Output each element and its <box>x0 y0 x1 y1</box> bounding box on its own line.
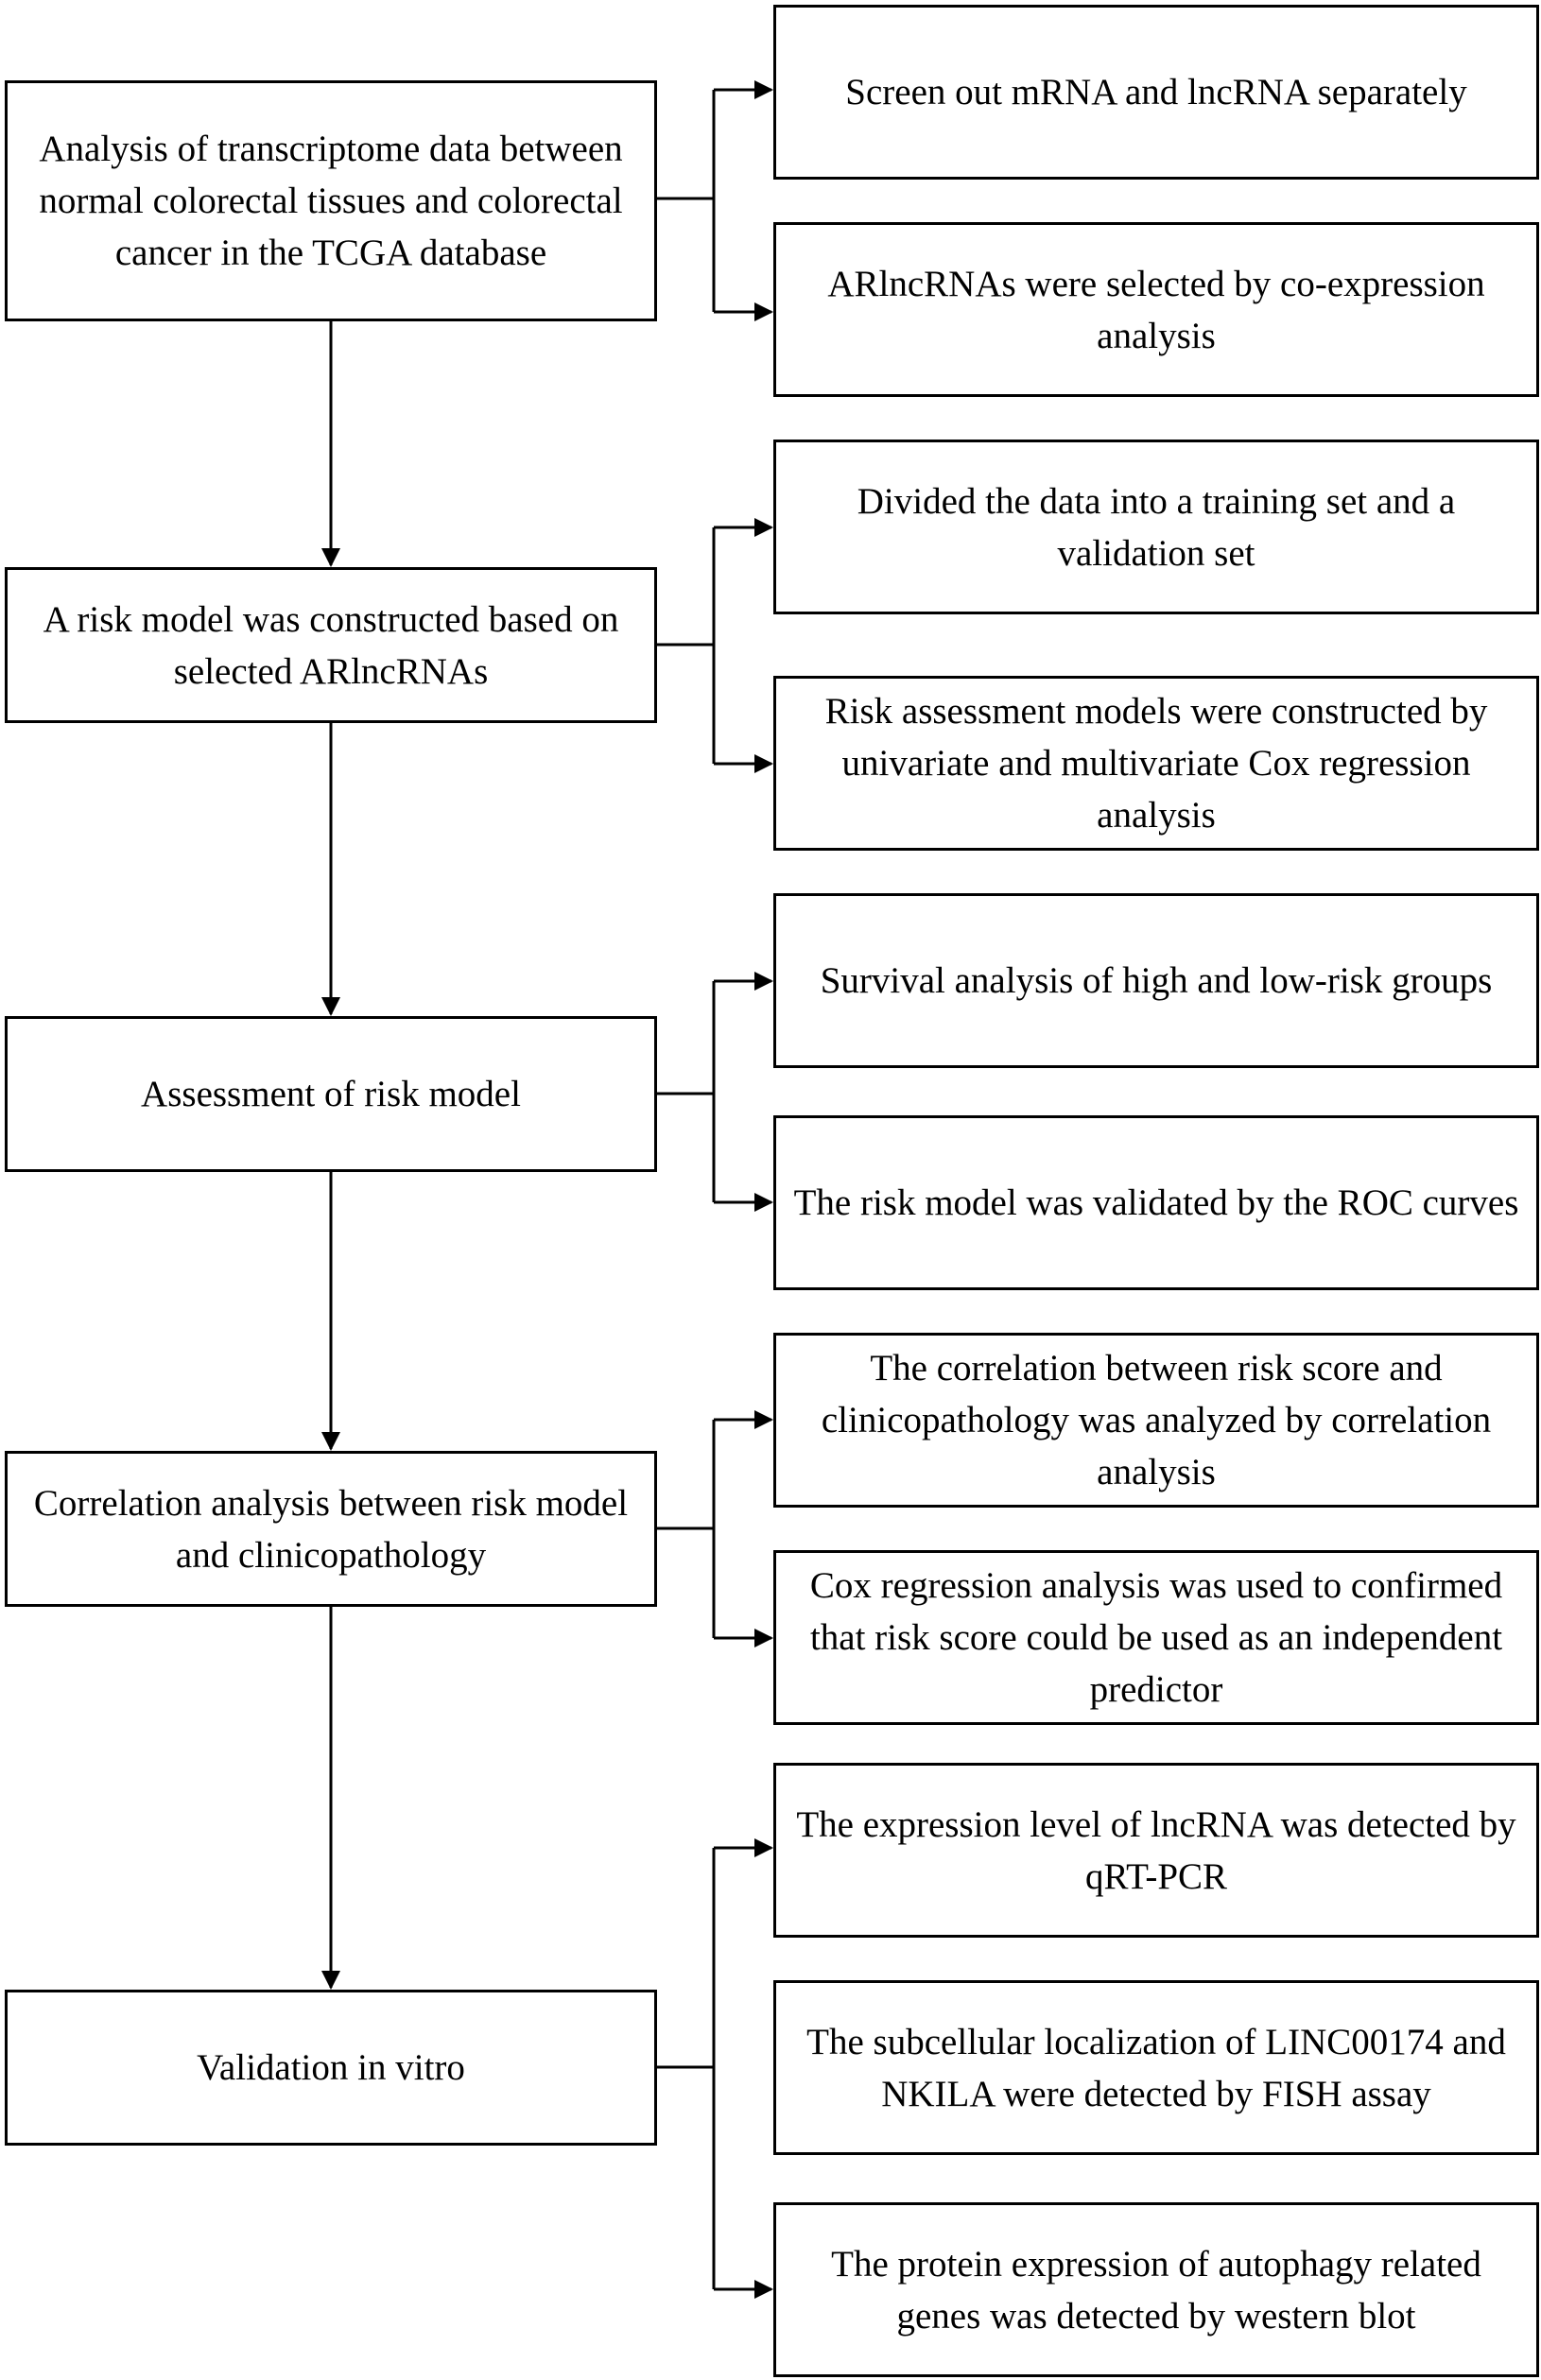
detail-box-5-1: The expression level of lncRNA was detec… <box>773 1763 1539 1938</box>
detail-label-3-1: Survival analysis of high and low-risk g… <box>820 960 1493 1001</box>
main-step-box-1: Analysis of transcriptome data between n… <box>5 80 657 321</box>
main-step-label-1: Analysis of transcriptome data between n… <box>39 129 623 273</box>
detail-box-4-2: Cox regression analysis was used to conf… <box>773 1550 1539 1725</box>
detail-label-5-2: The subcellular localization of LINC0017… <box>806 2021 1506 2114</box>
main-step-label-4: Correlation analysis between risk model … <box>33 1482 629 1576</box>
detail-box-1-2: ARlncRNAs were selected by co-expression… <box>773 222 1539 397</box>
detail-label-1-2: ARlncRNAs were selected by co-expression… <box>827 263 1485 356</box>
main-step-box-3: Assessment of risk model <box>5 1016 657 1172</box>
detail-label-4-2: Cox regression analysis was used to conf… <box>809 1565 1503 1710</box>
main-step-box-4: Correlation analysis between risk model … <box>5 1451 657 1607</box>
main-step-box-2: A risk model was constructed based on se… <box>5 567 657 723</box>
detail-label-4-1: The correlation between risk score and c… <box>821 1348 1492 1492</box>
detail-box-5-3: The protein expression of autophagy rela… <box>773 2202 1539 2377</box>
detail-box-4-1: The correlation between risk score and c… <box>773 1333 1539 1508</box>
main-step-label-5: Validation in vitro <box>197 2047 465 2088</box>
detail-label-2-1: Divided the data into a training set and… <box>857 480 1456 574</box>
detail-label-2-2: Risk assessment models were constructed … <box>824 691 1488 836</box>
branch-connector-1 <box>657 80 773 321</box>
main-step-label-3: Assessment of risk model <box>141 1074 521 1114</box>
detail-label-5-3: The protein expression of autophagy rela… <box>831 2243 1481 2337</box>
main-step-box-5: Validation in vitro <box>5 1990 657 2146</box>
detail-label-1-1: Screen out mRNA and lncRNA separately <box>845 72 1467 112</box>
branch-connector-3 <box>657 972 773 1212</box>
detail-box-5-2: The subcellular localization of LINC0017… <box>773 1980 1539 2155</box>
branch-connector-4 <box>657 1410 773 1647</box>
detail-box-2-2: Risk assessment models were constructed … <box>773 676 1539 851</box>
branch-connector-2 <box>657 518 773 773</box>
detail-box-1-1: Screen out mRNA and lncRNA separately <box>773 5 1539 180</box>
detail-box-3-2: The risk model was validated by the ROC … <box>773 1115 1539 1290</box>
detail-box-3-1: Survival analysis of high and low-risk g… <box>773 893 1539 1068</box>
detail-label-5-1: The expression level of lncRNA was detec… <box>796 1803 1516 1897</box>
main-step-label-2: A risk model was constructed based on se… <box>43 598 619 692</box>
detail-label-3-2: The risk model was validated by the ROC … <box>793 1182 1519 1223</box>
branch-connector-5 <box>657 1838 773 2299</box>
detail-box-2-1: Divided the data into a training set and… <box>773 440 1539 614</box>
